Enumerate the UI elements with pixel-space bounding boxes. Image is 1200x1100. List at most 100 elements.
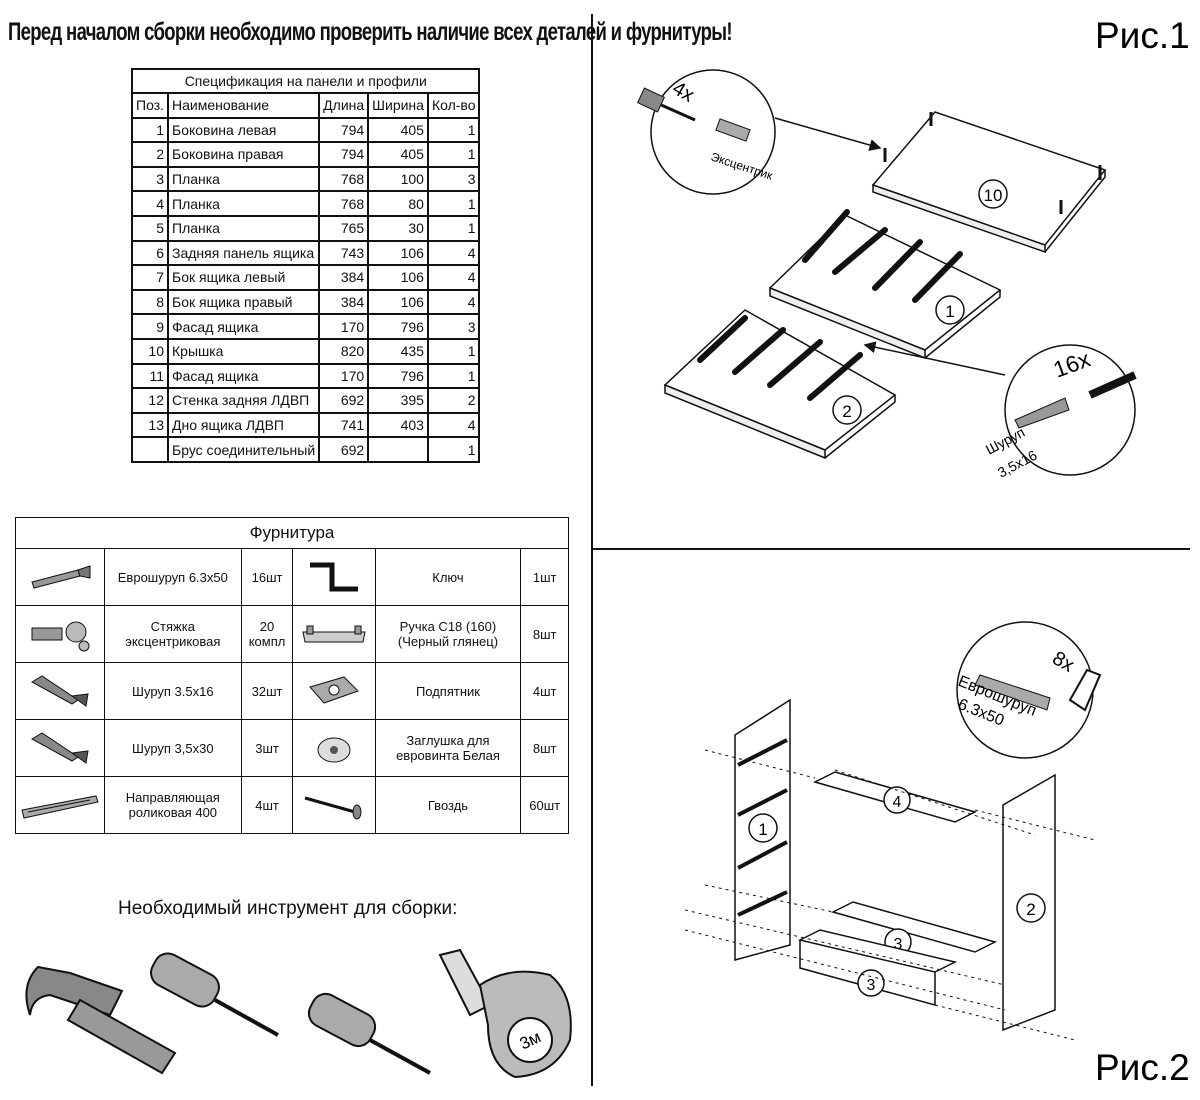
fig2-part-3-upper-label: 3 bbox=[894, 936, 903, 953]
hardware-r-name: Ручка С18 (160) (Черный глянец) bbox=[374, 605, 522, 663]
nail-icon bbox=[292, 776, 376, 834]
screw-icon bbox=[15, 662, 105, 720]
spec-cell-length: 768 bbox=[318, 165, 370, 193]
rails-panel-1 bbox=[802, 209, 963, 303]
spec-cell-width: 796 bbox=[367, 313, 429, 340]
spec-cell-pos: 3 bbox=[131, 165, 169, 193]
spec-table: Спецификация на панели и профили Поз. На… bbox=[130, 68, 481, 463]
spec-cell-qty: 1 bbox=[426, 436, 481, 463]
part-2-label: 2 bbox=[842, 402, 851, 421]
hardware-l-name: Направляющая роликовая 400 bbox=[104, 776, 242, 834]
screw-label-2: 3,5х16 bbox=[995, 447, 1040, 481]
spec-cell-qty: 4 bbox=[426, 239, 481, 267]
fig1-label: Рис.1 bbox=[1095, 15, 1190, 56]
screw-callout bbox=[1004, 344, 1136, 476]
spec-cell-width: 80 bbox=[367, 190, 429, 217]
spec-cell-pos: 13 bbox=[131, 411, 169, 439]
spec-cell-name: Крышка bbox=[166, 337, 321, 365]
spec-cell-qty: 4 bbox=[426, 288, 481, 316]
fig2-part-4-label: 4 bbox=[893, 794, 902, 811]
spec-cell-name: Задняя панель ящика bbox=[166, 239, 321, 267]
plank-3-lower bbox=[797, 929, 958, 973]
spec-cell-pos: 2 bbox=[131, 141, 169, 168]
spec-cell-qty: 2 bbox=[426, 387, 481, 414]
spec-cell-name: Планка bbox=[166, 165, 321, 193]
hex-key-icon bbox=[292, 548, 376, 606]
spec-cell-length: 170 bbox=[318, 362, 370, 390]
hardware-r-name: Гвоздь bbox=[374, 776, 522, 834]
hardware-r-name: Заглушка для евровинта Белая bbox=[374, 719, 522, 777]
spec-cell-length: 765 bbox=[318, 214, 370, 242]
hardware-l-name: Шуруп 3,5х30 bbox=[104, 719, 242, 777]
vertical-divider bbox=[591, 14, 593, 1086]
figure-1: Рис.1 4x Эксцентрик 10 1 2 16x Шуруп 3, bbox=[636, 15, 1190, 481]
eccentric-icon bbox=[715, 118, 751, 142]
spec-cell-width: 30 bbox=[367, 214, 429, 242]
spec-col-name: Наименование bbox=[166, 92, 321, 119]
spec-cell-pos: 11 bbox=[131, 362, 169, 390]
screw-3-5x16-icon bbox=[1014, 397, 1070, 429]
spec-cell-qty: 1 bbox=[426, 214, 481, 242]
fig2-part-2-label: 2 bbox=[1026, 900, 1035, 919]
spec-col-qty: Кол-во bbox=[426, 92, 481, 119]
hardware-r-qty: 60шт bbox=[520, 776, 569, 834]
hardware-r-qty: 8шт bbox=[520, 605, 569, 663]
spec-cell-name: Фасад ящика bbox=[166, 362, 321, 390]
hardware-l-name: Стяжка эксцентриковая bbox=[104, 605, 242, 663]
spec-cell-pos: 10 bbox=[131, 337, 169, 365]
spec-cell-width: 796 bbox=[367, 362, 429, 390]
spec-cell-pos: 6 bbox=[131, 239, 169, 267]
spec-cell-pos: 8 bbox=[131, 288, 169, 316]
hardware-l-qty: 16шт bbox=[240, 548, 294, 606]
spec-cell-qty: 1 bbox=[426, 141, 481, 168]
spec-cell-width: 405 bbox=[367, 141, 429, 168]
hardware-l-qty: 3шт bbox=[240, 719, 294, 777]
spec-col-length: Длина bbox=[318, 92, 370, 119]
spec-cell-name: Планка bbox=[166, 190, 321, 217]
spec-cell-pos: 5 bbox=[131, 214, 169, 242]
spec-cell-name: Бок ящика правый bbox=[166, 288, 321, 316]
connection-lines bbox=[684, 749, 1096, 1041]
hardware-r-qty: 8шт bbox=[520, 719, 569, 777]
flat-screwdriver-icon bbox=[150, 952, 279, 1037]
tools-illustration: 3м bbox=[25, 948, 572, 1079]
spec-cell-length: 794 bbox=[318, 116, 370, 144]
cap-plug-icon bbox=[292, 719, 376, 777]
spec-cell-qty: 1 bbox=[426, 116, 481, 144]
spec-cell-length: 692 bbox=[318, 436, 370, 463]
spec-cell-width: 435 bbox=[367, 337, 429, 365]
spec-cell-width: 106 bbox=[367, 264, 429, 291]
hex-key-icon bbox=[1068, 668, 1102, 712]
spec-cell-width: 100 bbox=[367, 165, 429, 193]
spec-cell-name: Брус соединительный bbox=[166, 436, 321, 463]
roller-guide-icon bbox=[15, 776, 105, 834]
hardware-r-name: Ключ bbox=[374, 548, 522, 606]
spec-cell-pos: 1 bbox=[131, 116, 169, 144]
spec-cell-pos bbox=[131, 436, 169, 463]
spec-cell-width bbox=[367, 436, 429, 463]
spec-caption: Спецификация на панели и профили bbox=[130, 68, 481, 94]
euro-screw-icon bbox=[15, 548, 105, 606]
eccentric-callout bbox=[650, 69, 776, 195]
spec-cell-name: Дно ящика ЛДВП bbox=[166, 411, 321, 439]
hardware-r-qty: 4шт bbox=[520, 662, 569, 720]
spec-cell-pos: 4 bbox=[131, 190, 169, 217]
spec-cell-name: Боковина левая bbox=[166, 116, 321, 144]
spec-cell-qty: 1 bbox=[426, 190, 481, 217]
handle-icon bbox=[292, 605, 376, 663]
page-title: Перед началом сборки необходимо проверит… bbox=[8, 18, 733, 46]
horizontal-divider bbox=[592, 548, 1190, 550]
spec-cell-width: 395 bbox=[367, 387, 429, 414]
spec-cell-qty: 1 bbox=[426, 362, 481, 390]
spec-cell-length: 743 bbox=[318, 239, 370, 267]
rails-panel-2 bbox=[697, 315, 863, 401]
hardware-l-qty: 32шт bbox=[240, 662, 294, 720]
